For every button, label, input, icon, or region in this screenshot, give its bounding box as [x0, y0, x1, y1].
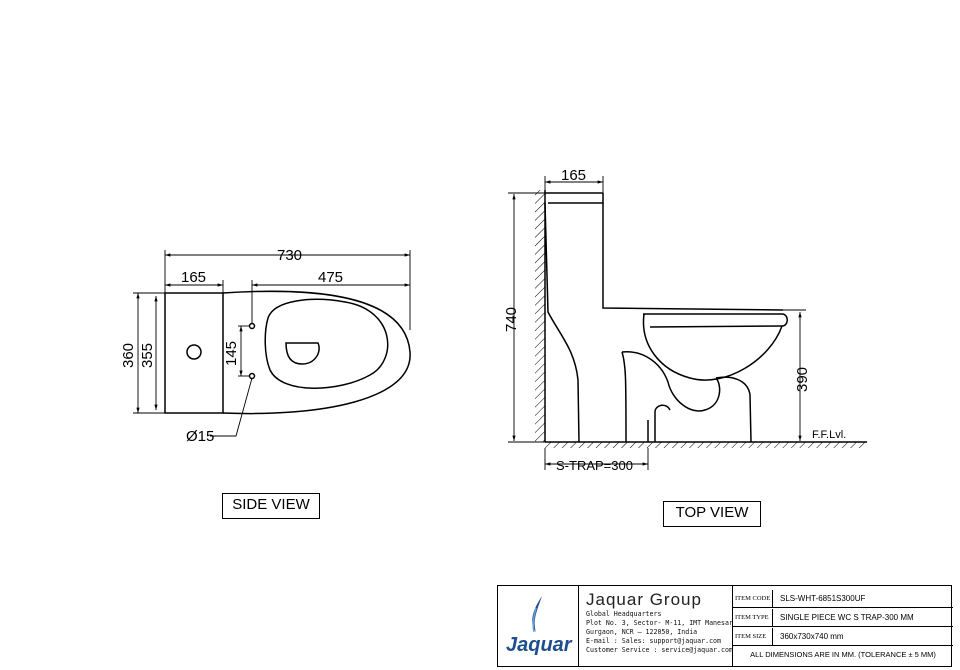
item-info-table: ITEM CODE SLS-WHT-6851S300UF ITEM TYPE S… — [732, 586, 953, 666]
logo-text: Jaquar — [506, 634, 572, 656]
top-view-label: TOP VIEW — [663, 501, 761, 527]
mounting-hole-top — [248, 322, 256, 330]
item-size-value: 360x730x740 mm — [780, 632, 844, 641]
seat-profile — [643, 313, 788, 328]
address-line: Customer Service : service@jaquar.com — [586, 646, 733, 654]
flush-button — [186, 344, 202, 360]
side-view-dim-text: 730 165 475 360 355 145 Ø15 — [120, 247, 343, 445]
tank-outline — [164, 292, 224, 414]
address-line: Global Headquarters — [586, 610, 662, 618]
side-view-dimensions — [133, 250, 411, 437]
item-type-row: ITEM TYPE SINGLE PIECE WC S TRAP-300 MM — [733, 609, 953, 627]
s-trap-label: S-TRAP=300 — [556, 458, 633, 473]
dim-165-side: 165 — [181, 269, 206, 286]
wall-hatch — [535, 190, 545, 442]
item-type-key: ITEM TYPE — [733, 609, 773, 626]
dim-730: 730 — [277, 247, 302, 264]
dim-740: 740 — [503, 307, 520, 332]
dim-145: 145 — [223, 341, 240, 366]
mounting-hole-bottom — [248, 372, 256, 380]
dim-355: 355 — [139, 343, 156, 368]
dim-390: 390 — [794, 367, 811, 392]
top-view-drawing — [535, 190, 867, 448]
seat-outline — [264, 298, 389, 389]
floor-hatch — [545, 442, 867, 448]
floor-level-label: F.F.Lvl. — [812, 429, 846, 441]
item-size-key: ITEM SIZE — [733, 628, 773, 645]
dimension-note: ALL DIMENSIONS ARE IN MM. (TOLERANCE ± 5… — [750, 650, 936, 659]
dim-475: 475 — [318, 269, 343, 286]
company-name: Jaquar Group — [586, 590, 702, 609]
jaquar-logo-icon — [532, 596, 542, 633]
top-view-dimensions — [508, 176, 806, 470]
title-block: Jaquar Jaquar Group Global Headquarters … — [497, 585, 953, 667]
dim-diameter-15: Ø15 — [186, 428, 214, 445]
bowl-outline — [222, 290, 411, 415]
bowl-opening — [285, 342, 320, 365]
item-code-row: ITEM CODE SLS-WHT-6851S300UF — [733, 590, 953, 608]
dim-165-top: 165 — [561, 167, 586, 184]
company-info: Jaquar Group Global Headquarters Plot No… — [586, 590, 733, 655]
item-type-value: SINGLE PIECE WC S TRAP-300 MM — [780, 613, 914, 622]
item-size-row: ITEM SIZE 360x730x740 mm — [733, 628, 953, 646]
side-view-label: SIDE VIEW — [222, 493, 320, 519]
address-line: Plot No. 3, Sector- M-11, IMT Manesar — [586, 619, 733, 627]
item-code-value: SLS-WHT-6851S300UF — [780, 594, 866, 603]
dim-360: 360 — [120, 343, 137, 368]
item-code-key: ITEM CODE — [733, 590, 773, 607]
side-view-drawing — [164, 290, 411, 415]
body-profile — [544, 202, 580, 443]
address-line: E-mail : Sales: support@jaquar.com — [586, 637, 721, 645]
logo-cell: Jaquar — [498, 586, 579, 666]
tank-profile — [545, 192, 604, 204]
top-view-dim-text: 165 740 390 F.F.Lvl. S-TRAP=300 — [503, 167, 846, 473]
address-line: Gurgaon, NCR – 122050, India — [586, 628, 698, 636]
